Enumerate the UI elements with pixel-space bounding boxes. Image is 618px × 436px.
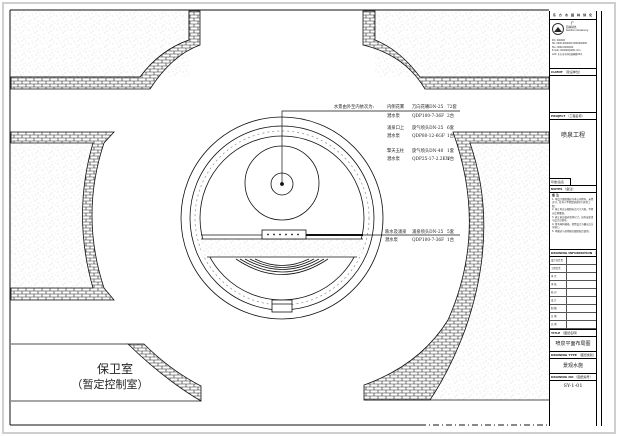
drawing-title: 喷泉平面布局图 <box>555 340 591 347</box>
title-block: 东 方 市 园 林 绿 化 厂 园林绿化 Garden Greenery P.O… <box>549 11 597 426</box>
frame-right-edge <box>601 11 602 426</box>
svg-text:1套: 1套 <box>447 147 455 154</box>
svg-text:1台: 1台 <box>447 132 454 139</box>
notes-list: 备 注 1. 本设计图纸版权为本公司所有，未经许可，任何人不得复制或用于其他工程… <box>552 193 594 233</box>
company-name-cn: 园林绿化 <box>566 25 577 29</box>
svg-text:QDP25-17-2.2KW: QDP25-17-2.2KW <box>412 157 451 162</box>
equipment-callouts: 水景由外至内依次为: 内侧花雾 万向花嘴DN-25 72套 潜水泵 QDP100… <box>334 103 458 243</box>
svg-text:跌水及涌泉: 跌水及涌泉 <box>385 228 407 235</box>
svg-text:2台: 2台 <box>447 112 454 119</box>
svg-text:6套: 6套 <box>447 124 455 131</box>
svg-text:1台: 1台 <box>447 155 454 162</box>
drawing-type-label: DRAWING TYPE （图纸类别） <box>550 350 596 359</box>
top-left-planter <box>10 10 201 90</box>
svg-text:潜水泵: 潜水泵 <box>387 155 401 162</box>
guard-room-title: 保卫室 <box>97 361 133 376</box>
svg-text:擎天玉柱: 擎天玉柱 <box>387 147 405 154</box>
drawing-number: SY-1-01 <box>563 382 583 389</box>
notes-label: NOTES （备注） <box>550 185 596 194</box>
top-right-planter <box>362 10 550 90</box>
fountain-circle <box>180 110 460 320</box>
svg-text:潜水泵: 潜水泵 <box>387 112 401 119</box>
svg-text:QDP100-7-36F: QDP100-7-36F <box>412 114 444 119</box>
client-label: CLIENT （建设单位） <box>550 68 596 77</box>
svg-text:1台: 1台 <box>447 236 454 243</box>
svg-text:旋气喷头DN-40: 旋气喷头DN-40 <box>412 147 444 154</box>
svg-text:旋气喷头DN-25: 旋气喷头DN-25 <box>412 124 444 131</box>
left-middle-planter <box>10 131 115 301</box>
right-middle-planter <box>363 131 550 401</box>
svg-text:QDP80-12-6GF: QDP80-12-6GF <box>412 134 445 139</box>
guard-room: 保卫室 （暂定控制室） <box>11 343 202 402</box>
svg-text:5套: 5套 <box>447 228 455 235</box>
contact-info: P.O. 000000 Tel: 0000-0000000 0000000000… <box>552 39 588 56</box>
svg-text:QDP100-7-36F: QDP100-7-36F <box>412 238 444 243</box>
svg-text:内侧花雾: 内侧花雾 <box>387 103 405 110</box>
svg-text:万向花嘴DN-25: 万向花嘴DN-25 <box>412 103 444 110</box>
callout-intro: 水景由外至内依次为: <box>334 103 374 110</box>
company-name-en: Garden Greenery <box>566 29 589 32</box>
drawing-info-grid: 设计总负责 工程负责 审 定 审 核 校 对 设 计 制 图 日 期 比 例 <box>550 256 596 329</box>
seal-label: 印章/签名 <box>550 178 571 186</box>
project-label: PROJECT （工程名称） <box>550 112 596 121</box>
svg-text:潜水泵: 潜水泵 <box>385 236 399 243</box>
svg-text:潜水泵: 潜水泵 <box>387 132 401 139</box>
guard-room-subtitle: （暂定控制室） <box>72 377 149 391</box>
drawing-info-label: DRAWING INFORMATION （图纸信息） <box>550 248 596 257</box>
drawing-no-label: DRAWING NO （图纸编号） <box>550 372 596 381</box>
title-block-header: 东 方 市 园 林 绿 化 厂 <box>550 11 596 25</box>
project-name: 喷泉工程 <box>560 132 585 140</box>
svg-text:涌泉口上: 涌泉口上 <box>387 124 405 131</box>
svg-text:涌泉喷头DN-25: 涌泉喷头DN-25 <box>412 228 444 235</box>
company-logo-icon <box>552 23 564 35</box>
title-label: TITLE （图纸名称） <box>550 328 596 337</box>
drawing-type: 景观水施 <box>562 362 583 369</box>
svg-text:72套: 72套 <box>447 103 457 110</box>
